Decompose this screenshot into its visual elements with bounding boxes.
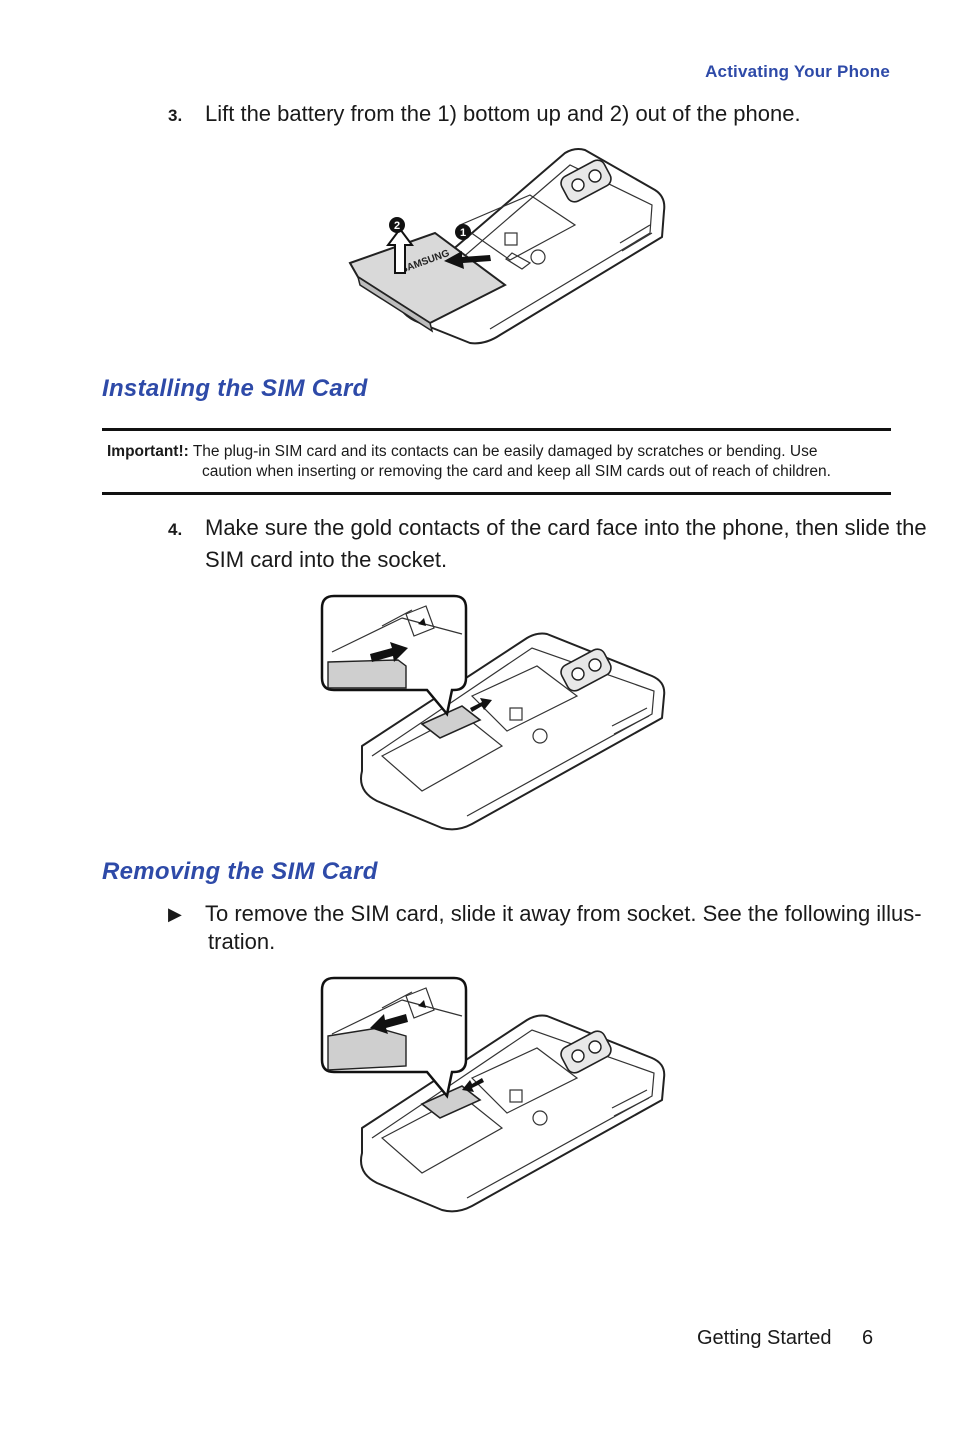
step-4: 4. [168,512,182,546]
footer-section: Getting Started [697,1327,832,1349]
callout-2: 2 [394,220,400,232]
step-4-line-2: SIM card into the socket. [205,547,448,572]
insert-arrow-zoom-icon [370,642,408,662]
section-title-removing: Removing the SIM Card [102,858,378,885]
insert-arrow-icon [470,698,492,712]
step-4-line-1: Make sure the gold contacts of the card … [205,515,927,540]
bullet-marker: ▶ [168,904,182,924]
sim-insert-illustration [320,594,666,831]
left-arrow-icon [444,251,491,269]
sim-remove-illustration [320,976,666,1213]
battery-removal-illustration: SAMSUNG 2 1 [348,148,666,345]
step-3-text: Lift the battery from the 1) bottom up a… [205,101,801,126]
page-number: 6 [862,1327,874,1349]
remove-arrow-zoom-icon [370,1014,408,1034]
note-top-rule [102,428,891,431]
step-number: 3. [168,106,183,125]
important-note: Important!: The plug-in SIM card and its… [107,442,887,482]
important-label: Important!: [107,443,189,460]
bullet-line-1: To remove the SIM card, slide it away fr… [205,901,922,926]
step-number: 4. [168,520,183,539]
bullet-line-2: tration. [208,929,276,954]
section-title-installing: Installing the SIM Card [102,375,368,402]
callout-1: 1 [460,227,466,239]
note-bottom-rule [102,492,891,495]
up-arrow-icon [386,227,414,274]
callout-1-badge [455,224,471,240]
important-line-1: The plug-in SIM card and its contacts ca… [192,443,818,460]
step-3: 3. [168,98,182,132]
running-header: Activating Your Phone [705,62,890,81]
important-line-2: caution when inserting or removing the c… [202,463,831,480]
remove-arrow-icon [462,1078,484,1092]
callout-2-badge [389,217,405,233]
